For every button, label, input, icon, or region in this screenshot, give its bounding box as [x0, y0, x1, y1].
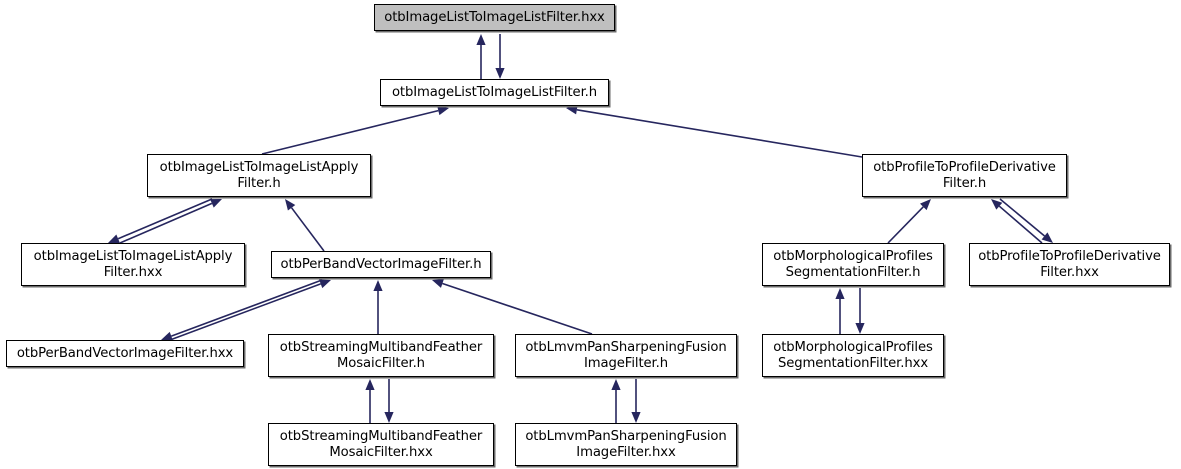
graph-edge	[108, 198, 213, 243]
graph-node[interactable]: otbPerBandVectorImageFilter.hxx	[6, 340, 244, 367]
graph-edge	[261, 106, 449, 155]
graph-node-label: otbImageListToImageListApply Filter.h	[159, 159, 359, 191]
graph-node-label: otbStreamingMultibandFeather MosaicFilte…	[279, 339, 483, 371]
arrowhead-icon	[108, 234, 120, 243]
graph-edge	[887, 199, 931, 244]
arrowhead-icon	[855, 323, 865, 334]
arrowhead-icon	[319, 279, 331, 289]
graph-edge	[119, 199, 222, 244]
graph-node[interactable]: otbLmvmPanSharpeningFusion ImageFilter.h	[515, 334, 737, 377]
graph-node-label: otbProfileToProfileDerivative Filter.h	[873, 159, 1056, 191]
graph-node-label: otbImageListToImageListApply Filter.hxx	[33, 248, 233, 280]
graph-node[interactable]: otbImageListToImageListFilter.h	[380, 79, 609, 106]
graph-node-label: otbLmvmPanSharpeningFusion ImageFilter.h…	[525, 428, 727, 460]
graph-node-label: otbImageListToImageListFilter.hxx	[384, 9, 605, 25]
graph-node-label: otbPerBandVectorImageFilter.hxx	[16, 345, 234, 361]
graph-edge	[999, 198, 1053, 243]
graph-edge	[432, 279, 593, 335]
graph-node-label: otbLmvmPanSharpeningFusion ImageFilter.h	[525, 339, 727, 371]
graph-node-label: otbMorphologicalProfiles SegmentationFil…	[773, 339, 933, 371]
graph-node-label: otbMorphologicalProfiles SegmentationFil…	[773, 248, 933, 280]
arrowhead-icon	[631, 412, 641, 423]
graph-edge	[566, 105, 863, 158]
arrowhead-icon	[384, 412, 394, 423]
graph-edge	[476, 34, 486, 79]
arrowhead-icon	[285, 199, 296, 211]
graph-node[interactable]: otbStreamingMultibandFeather MosaicFilte…	[268, 334, 494, 377]
graph-node-label: otbPerBandVectorImageFilter.h	[280, 256, 482, 272]
graph-edge	[373, 280, 383, 334]
arrowhead-icon	[476, 34, 486, 45]
graph-node[interactable]: otbStreamingMultibandFeather MosaicFilte…	[268, 423, 494, 466]
graph-node[interactable]: otbMorphologicalProfiles SegmentationFil…	[762, 243, 944, 286]
graph-node-label: otbImageListToImageListFilter.h	[391, 84, 598, 100]
graph-edge	[495, 34, 505, 79]
arrowhead-icon	[365, 379, 375, 390]
arrowhead-icon	[566, 105, 578, 115]
graph-edge	[169, 279, 331, 341]
graph-node-label: otbProfileToProfileDerivative Filter.hxx	[978, 248, 1161, 280]
graph-edge	[611, 379, 621, 423]
graph-edge	[365, 379, 375, 423]
arrowhead-icon	[835, 288, 845, 299]
arrowhead-icon	[432, 279, 444, 288]
graph-edge	[161, 279, 323, 341]
graph-edge	[631, 379, 641, 423]
graph-node[interactable]: otbProfileToProfileDerivative Filter.hxx	[969, 243, 1170, 286]
graph-node[interactable]: otbLmvmPanSharpeningFusion ImageFilter.h…	[515, 423, 737, 466]
graph-edge	[285, 199, 325, 252]
arrowhead-icon	[1041, 232, 1053, 243]
graph-edge	[991, 199, 1043, 244]
arrowhead-icon	[210, 199, 222, 208]
arrowhead-icon	[611, 379, 621, 390]
graph-node[interactable]: otbPerBandVectorImageFilter.h	[271, 251, 491, 278]
graph-node-label: otbStreamingMultibandFeather MosaicFilte…	[279, 428, 483, 460]
arrowhead-icon	[373, 280, 383, 291]
arrowhead-icon	[991, 199, 1003, 210]
graph-edge	[855, 288, 865, 334]
arrowhead-icon	[495, 68, 505, 79]
graph-node[interactable]: otbImageListToImageListApply Filter.h	[147, 154, 371, 197]
graph-node[interactable]: otbProfileToProfileDerivative Filter.h	[862, 154, 1067, 197]
graph-node[interactable]: otbMorphologicalProfiles SegmentationFil…	[762, 334, 944, 377]
graph-node: otbImageListToImageListFilter.hxx	[374, 4, 615, 31]
graph-node[interactable]: otbImageListToImageListApply Filter.hxx	[21, 243, 245, 286]
graph-edge	[835, 288, 845, 334]
graph-edge	[384, 379, 394, 423]
arrowhead-icon	[437, 106, 449, 116]
arrowhead-icon	[920, 199, 931, 211]
